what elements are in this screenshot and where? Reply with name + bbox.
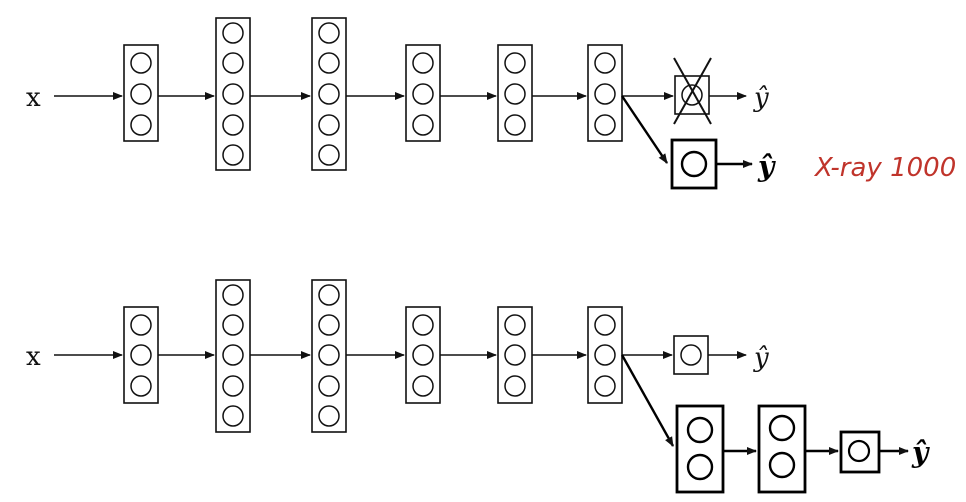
- bottom-new-layer-1: [675, 404, 725, 494]
- bottom-layer-3: [311, 279, 347, 433]
- annotation-text: X-ray 1000: [813, 153, 956, 183]
- top-new-output-label: ŷ: [757, 150, 776, 183]
- top-layer-2: [215, 17, 251, 171]
- bottom-input-label: x: [26, 342, 41, 372]
- top-layer-5: [497, 44, 533, 142]
- top-new-output-layer: [670, 138, 718, 190]
- bottom-layer-1: [123, 306, 159, 404]
- cross-out-mark: [673, 57, 712, 125]
- top-output-label: ŷ: [753, 83, 769, 113]
- top-branch-arrow: [621, 95, 668, 164]
- bottom-new-output-label: ŷ: [911, 436, 930, 469]
- bottom-new-output-layer: [839, 430, 881, 474]
- bottom-new-layer-2: [757, 404, 807, 494]
- top-removed-output-layer: [673, 57, 712, 125]
- bottom-layer-5: [497, 306, 533, 404]
- top-layer-4: [405, 44, 441, 142]
- bottom-network: x: [26, 279, 930, 494]
- top-input-label: x: [26, 83, 41, 113]
- bottom-output-layer: [673, 335, 709, 375]
- bottom-layer-4: [405, 306, 441, 404]
- bottom-branch-arrow: [620, 354, 675, 447]
- bottom-output-label: ŷ: [753, 343, 769, 373]
- top-layer-3: [311, 17, 347, 171]
- top-network: x: [26, 17, 956, 190]
- bottom-layer-2: [215, 279, 251, 433]
- bottom-layer-6: [587, 306, 623, 404]
- top-layer-1: [123, 44, 159, 142]
- top-layer-6: [587, 44, 623, 142]
